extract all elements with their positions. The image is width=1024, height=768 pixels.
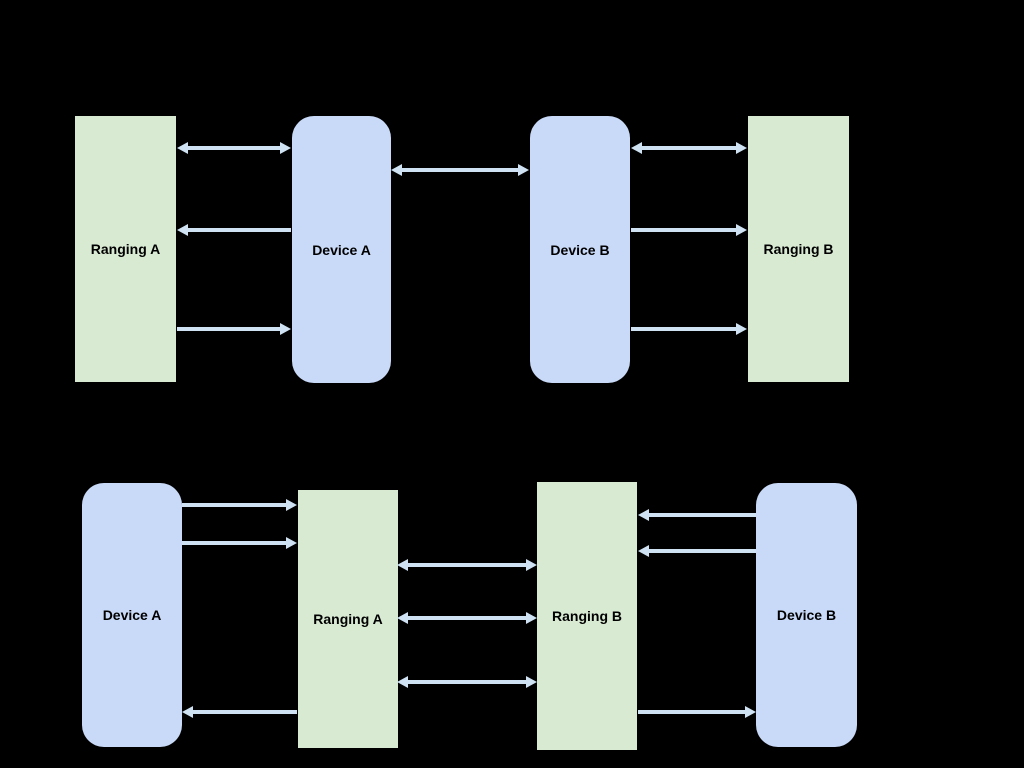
- bottom-box-ranging-b-label: Ranging B: [552, 608, 622, 624]
- arrow-shaft: [182, 503, 288, 507]
- arrow-top-ranging-a-to-device-a: [177, 323, 291, 335]
- top-box-device-b-label: Device B: [550, 241, 610, 258]
- arrow-shaft: [406, 616, 528, 620]
- arrow-top-device-b-ranging-b-bidirectional: [631, 142, 747, 154]
- arrow-top-device-a-to-ranging-a: [177, 224, 291, 236]
- bottom-box-ranging-a-label: Ranging A: [313, 611, 383, 627]
- arrow-bottom-ranging-a-ranging-b-bidirectional-2: [397, 612, 537, 624]
- arrow-shaft: [182, 541, 288, 545]
- top-box-ranging-b: Ranging B: [748, 116, 849, 382]
- arrow-shaft: [191, 710, 297, 714]
- arrow-bottom-device-a-to-ranging-a-1: [182, 499, 297, 511]
- bottom-box-device-a: Device A: [82, 483, 182, 747]
- arrow-shaft: [186, 228, 291, 232]
- arrow-top-device-b-to-ranging-b-1: [631, 224, 747, 236]
- bottom-box-ranging-a: Ranging A: [298, 490, 398, 748]
- arrow-shaft: [400, 168, 520, 172]
- bottom-box-ranging-b: Ranging B: [537, 482, 637, 750]
- arrow-shaft: [186, 146, 282, 150]
- arrow-shaft: [638, 710, 747, 714]
- arrow-bottom-device-a-to-ranging-a-2: [182, 537, 297, 549]
- arrow-bottom-ranging-b-to-device-b: [638, 706, 756, 718]
- arrow-bottom-ranging-a-to-device-a: [182, 706, 297, 718]
- arrow-top-device-b-to-ranging-b-2: [631, 323, 747, 335]
- arrow-shaft: [631, 327, 738, 331]
- arrow-bottom-ranging-a-ranging-b-bidirectional-3: [397, 676, 537, 688]
- arrow-shaft: [406, 680, 528, 684]
- arrow-bottom-device-b-to-ranging-b-1: [638, 509, 756, 521]
- bottom-box-device-b: Device B: [756, 483, 857, 747]
- arrow-shaft: [406, 563, 528, 567]
- top-box-device-a-label: Device A: [312, 241, 371, 258]
- arrow-shaft: [647, 549, 756, 553]
- arrow-top-device-a-device-b-bidirectional: [391, 164, 529, 176]
- top-box-device-a: Device A: [292, 116, 391, 383]
- bottom-box-device-a-label: Device A: [102, 607, 162, 623]
- top-box-ranging-a: Ranging A: [75, 116, 176, 382]
- bottom-box-device-b-label: Device B: [776, 607, 837, 623]
- arrow-shaft: [631, 228, 738, 232]
- arrow-bottom-device-b-to-ranging-b-2: [638, 545, 756, 557]
- top-box-ranging-a-label: Ranging A: [90, 241, 161, 257]
- arrow-shaft: [177, 327, 282, 331]
- arrow-top-ranging-a-device-a-bidirectional: [177, 142, 291, 154]
- arrow-shaft: [647, 513, 756, 517]
- top-box-ranging-b-label: Ranging B: [763, 241, 834, 257]
- arrow-bottom-ranging-a-ranging-b-bidirectional-1: [397, 559, 537, 571]
- top-box-device-b: Device B: [530, 116, 630, 383]
- arrow-shaft: [640, 146, 738, 150]
